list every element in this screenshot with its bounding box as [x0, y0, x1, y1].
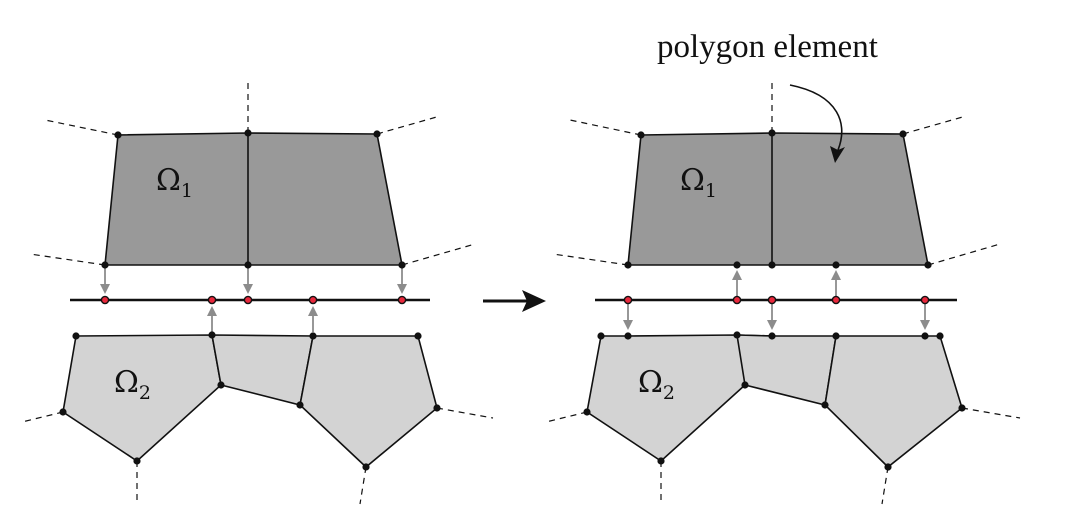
- left-projection-arrows: [100, 268, 407, 332]
- left-omega1-domain: [104, 132, 403, 266]
- left-omega1-label: Ω1: [156, 163, 193, 202]
- left-interface-nodes: [100, 295, 407, 305]
- right-interface-nodes: [623, 295, 930, 305]
- annotation-pointer-arrow: [789, 84, 845, 163]
- right-omega1-label: Ω1: [680, 163, 717, 202]
- left-panel: Ω1 Ω2: [21, 78, 494, 505]
- left-dashed-edges: [21, 78, 494, 505]
- left-nodes: [59, 129, 441, 471]
- right-omega1-domain: [627, 132, 929, 266]
- right-omega2-domain: [586, 334, 963, 469]
- right-dashed-edges: [545, 78, 1021, 505]
- right-projection-arrows: [623, 270, 930, 330]
- transition-arrow: [483, 290, 546, 312]
- right-panel: Ω1 Ω2 polygon element: [545, 29, 1021, 505]
- left-omega2-domain: [62, 334, 438, 469]
- right-omega2-label: Ω2: [638, 365, 675, 404]
- right-nodes: [583, 129, 966, 471]
- polygon-element-annotation: polygon element: [657, 29, 878, 65]
- left-omega2-label: Ω2: [114, 365, 151, 404]
